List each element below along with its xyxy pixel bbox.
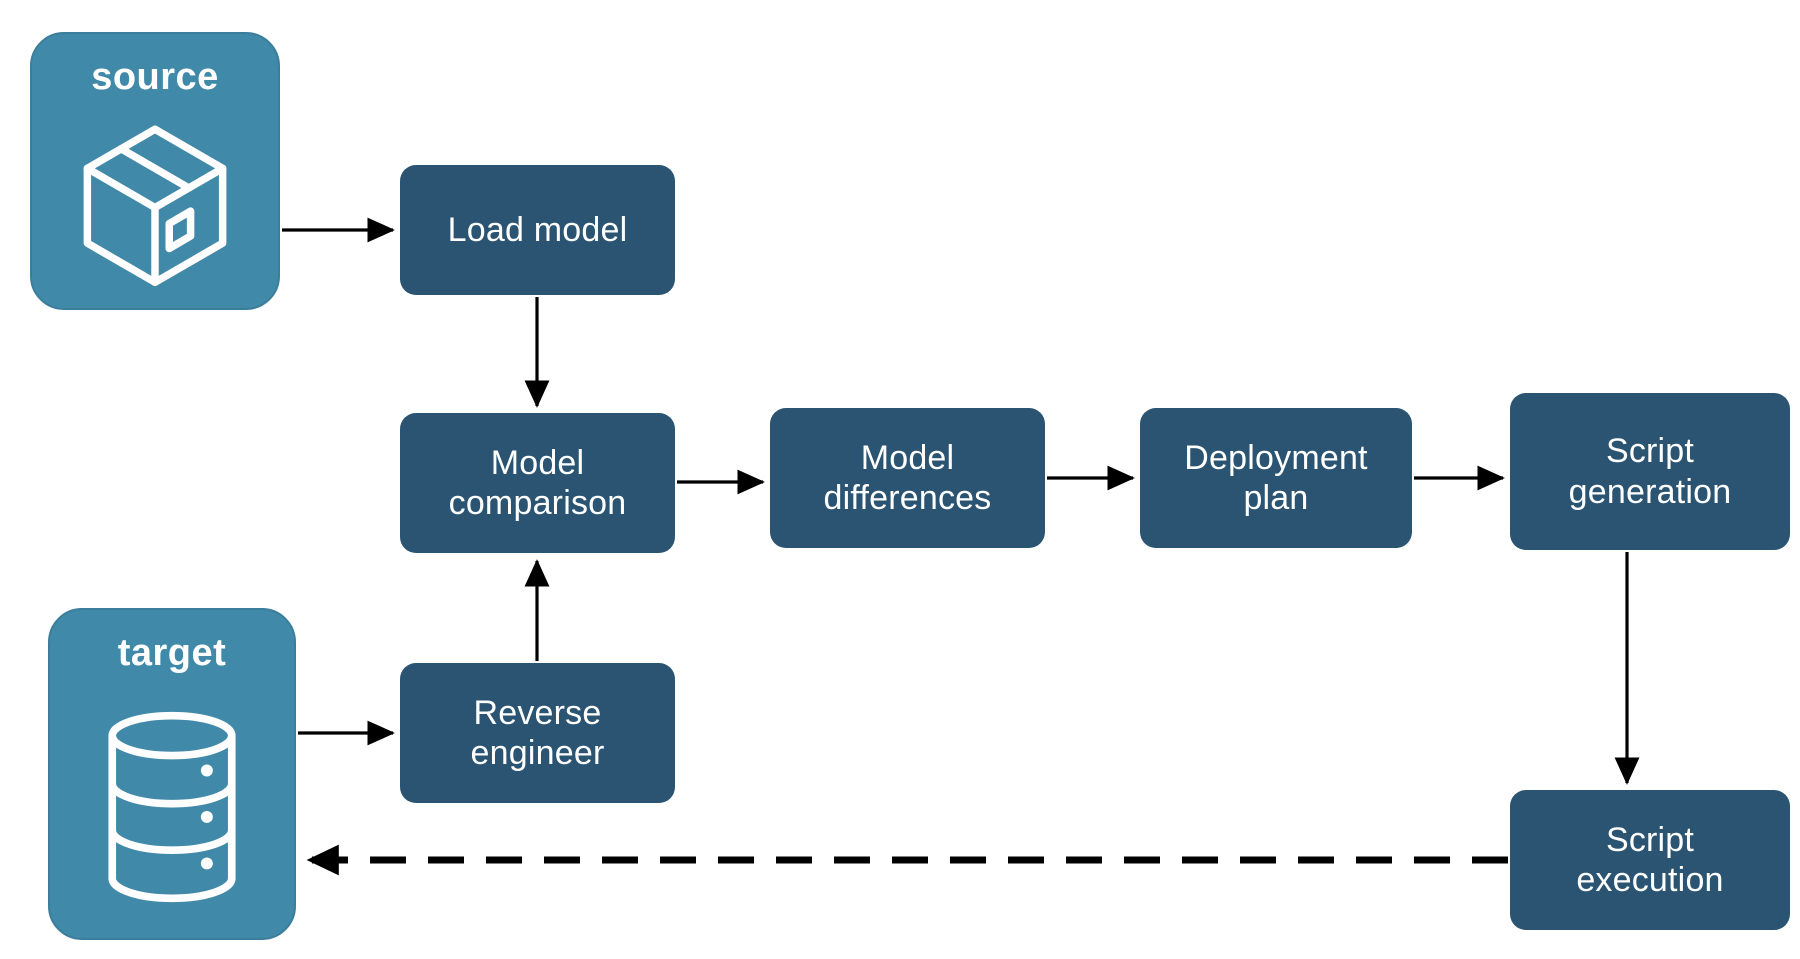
node-model-comparison[interactable]: Model comparison xyxy=(400,413,675,553)
node-source[interactable]: source xyxy=(30,32,280,310)
node-reverse-engineer[interactable]: Reverse engineer xyxy=(400,663,675,803)
database-cylinder-icon xyxy=(50,675,294,938)
node-target[interactable]: target xyxy=(48,608,296,940)
node-model-differences[interactable]: Model differences xyxy=(770,408,1045,548)
node-model-comparison-label: Model comparison xyxy=(448,443,627,522)
node-deployment-plan-label: Deployment plan xyxy=(1184,438,1368,517)
node-load-model[interactable]: Load model xyxy=(400,165,675,295)
node-reverse-engineer-label: Reverse engineer xyxy=(470,693,605,772)
node-target-label: target xyxy=(117,632,227,674)
node-script-execution[interactable]: Script execution xyxy=(1510,790,1790,930)
node-source-label: source xyxy=(91,56,219,98)
package-box-icon xyxy=(32,99,278,308)
node-load-model-label: Load model xyxy=(447,210,628,249)
node-script-generation-label: Script generation xyxy=(1568,432,1732,511)
node-script-execution-label: Script execution xyxy=(1576,820,1724,899)
node-deployment-plan[interactable]: Deployment plan xyxy=(1140,408,1412,548)
node-script-generation[interactable]: Script generation xyxy=(1510,393,1790,550)
node-model-differences-label: Model differences xyxy=(823,438,992,517)
